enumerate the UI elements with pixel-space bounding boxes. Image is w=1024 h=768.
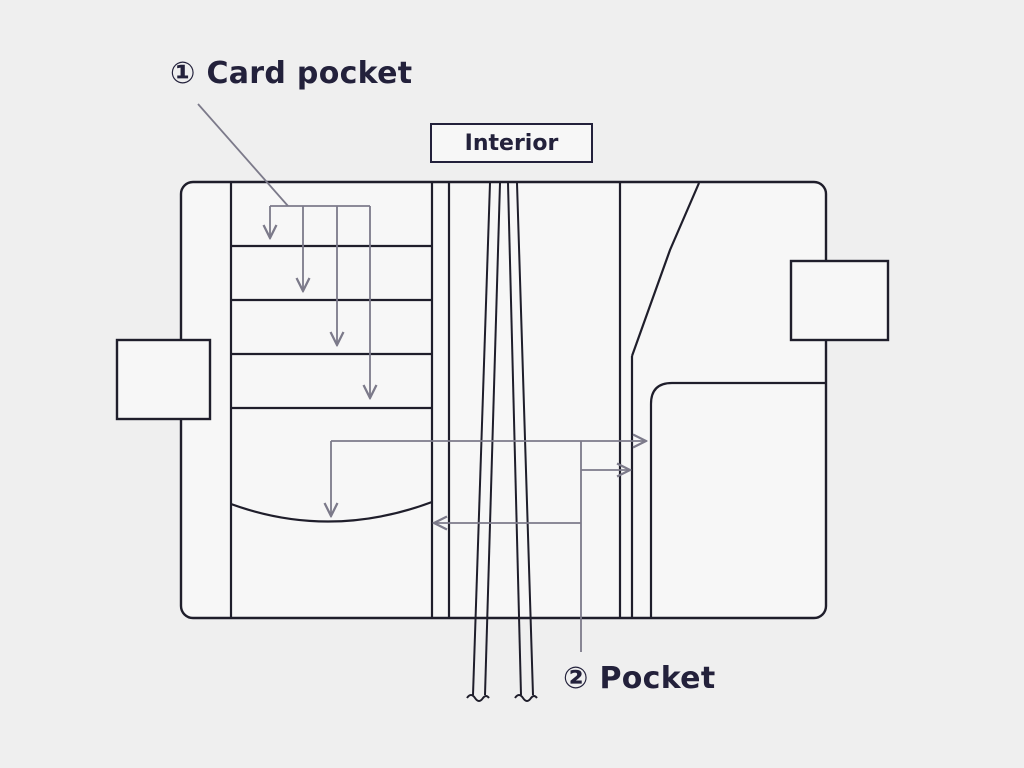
ribbon-end-left xyxy=(466,694,490,702)
left-pocket-curve xyxy=(230,500,433,523)
left-panel xyxy=(229,183,433,617)
card-pocket-leader xyxy=(197,103,289,207)
pocket-arrows xyxy=(331,441,646,652)
left-tab xyxy=(115,338,212,421)
card-pocket-label: ① Card pocket xyxy=(170,56,413,91)
card-pocket-arrows xyxy=(197,103,370,398)
interior-label: Interior xyxy=(464,130,559,156)
pocket-label: ② Pocket xyxy=(563,661,716,696)
cover-outline xyxy=(179,180,828,620)
right-panel xyxy=(630,182,826,617)
ribbon-end-right xyxy=(514,694,538,702)
right-pocket xyxy=(649,381,826,617)
cover-body xyxy=(179,180,828,620)
right-tab xyxy=(789,259,890,342)
interior-label-box: Interior xyxy=(430,123,593,163)
diagonal-pocket-edge xyxy=(630,182,701,357)
spine xyxy=(430,183,634,617)
bookmark-ribbons xyxy=(466,182,538,702)
